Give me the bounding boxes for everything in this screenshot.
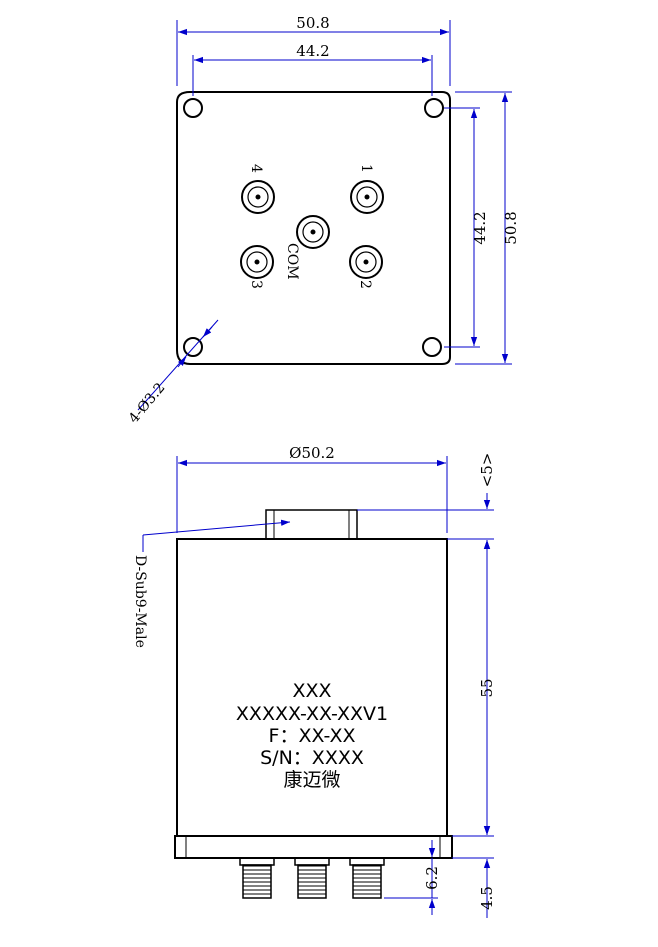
dim-outer-height: 50.8 <box>455 91 520 365</box>
port-2-connector <box>349 245 383 279</box>
top-view: 4 1 3 2 COM 50.8 44.2 44.2 <box>126 14 520 427</box>
dsub-leader: D-Sub9-Male <box>132 519 291 648</box>
dim-diameter-value: Ø50.2 <box>289 444 335 462</box>
port-connectors <box>240 180 384 279</box>
port-com-label: COM <box>284 243 300 280</box>
dim-outer-width: 50.8 <box>176 14 451 86</box>
dim-flange: 4.5 <box>478 820 496 918</box>
label-line-1: XXX <box>292 680 331 702</box>
side-extension-lines <box>357 509 494 899</box>
dim-connector-len: 6.2 <box>423 840 441 915</box>
bottom-connector-1 <box>239 857 275 899</box>
dim-outer-width-value: 50.8 <box>296 14 329 32</box>
mounting-holes <box>183 98 444 357</box>
mounting-hole-tl <box>183 98 203 118</box>
bottom-connector-2 <box>294 857 330 899</box>
label-line-2: XXXXX-XX-XXV1 <box>236 703 388 725</box>
bottom-connectors <box>239 857 385 899</box>
label-line-3: F：XX-XX <box>269 725 356 747</box>
dim-outer-height-value: 50.8 <box>502 211 520 244</box>
dsub-label: D-Sub9-Male <box>132 555 148 648</box>
dim-connector-len-value: 6.2 <box>423 866 441 890</box>
dim-height: 55 <box>478 540 496 835</box>
side-flange <box>174 835 453 859</box>
mounting-hole-tr <box>424 98 444 118</box>
dim-inner-width-value: 44.2 <box>296 42 329 60</box>
port-3-label: 3 <box>248 280 264 289</box>
port-4-label: 4 <box>248 164 264 173</box>
dim-inner-height-value: 44.2 <box>471 211 489 244</box>
side-view: XXX XXXXX-XX-XXV1 F：XX-XX S/N：XXXX 康迈微 Ø… <box>132 444 496 918</box>
dim-height-value: 55 <box>478 678 496 697</box>
port-com-connector <box>296 215 330 249</box>
hole-note-value: 4-Ø3.2 <box>126 380 169 427</box>
bottom-connector-3 <box>349 857 385 899</box>
port-2-label: 2 <box>357 280 373 289</box>
port-1-label: 1 <box>358 164 374 173</box>
label-line-5: 康迈微 <box>283 769 340 791</box>
top-plate-outline <box>176 91 451 365</box>
dim-diameter: Ø50.2 <box>176 444 448 533</box>
port-1-connector <box>350 180 384 214</box>
dim-top-offset-value: <5> <box>478 453 496 488</box>
dim-inner-width: 44.2 <box>192 42 433 96</box>
label-line-4: S/N：XXXX <box>260 747 364 769</box>
port-3-connector <box>240 245 274 279</box>
port-4-connector <box>241 180 275 214</box>
dim-flange-value: 4.5 <box>478 886 496 910</box>
mounting-hole-br <box>422 337 442 357</box>
dsub-connector <box>265 509 358 540</box>
dim-inner-height: 44.2 <box>444 107 489 348</box>
mounting-hole-bl <box>183 337 203 357</box>
product-label: XXX XXXXX-XX-XXV1 F：XX-XX S/N：XXXX 康迈微 <box>236 680 388 791</box>
dim-hole-note: 4-Ø3.2 <box>126 319 219 427</box>
